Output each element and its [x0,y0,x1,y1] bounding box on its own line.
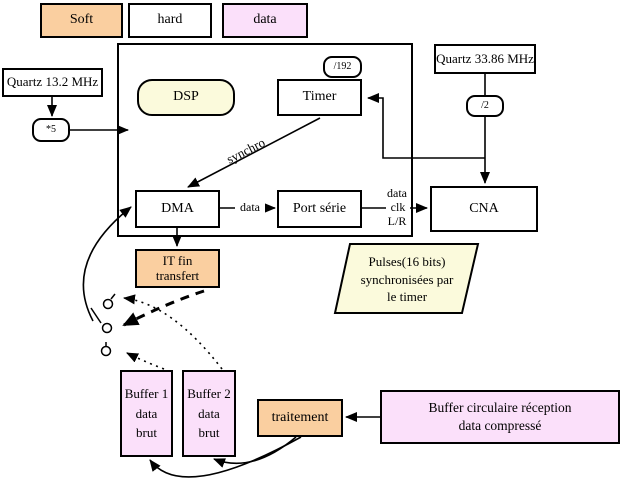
arrow-buffer1-to-contact3 [126,352,165,370]
legend-data-label: data [253,12,277,28]
dsp-label: DSP [173,89,199,105]
div2-label: /2 [481,100,489,112]
block-dma: DMA [135,190,220,228]
timer-label: Timer [302,89,337,105]
buffer2-line3: brut [198,425,220,441]
dma-port-data-label: data [235,200,265,215]
out-lr-label: L/R [387,214,407,228]
buffer2-line2: data [198,405,220,421]
pulses-note-text: Pulses(16 bits) synchronisées par le tim… [346,253,468,306]
traitement-label: traitement [271,409,329,425]
block-buffer-circulaire: Buffer circulaire réception data compres… [380,390,620,444]
hardware-container-box [117,43,413,237]
quartz33-label: Quartz 33.86 MHz [436,50,534,66]
dma-label: DMA [161,200,194,216]
it-fin-line1: IT fin [162,252,193,268]
buffer1-line2: data [135,405,158,421]
buffer2-line1: Buffer 2 [187,386,231,402]
out-clk-label: clk [386,200,410,215]
switch-contact-2 [101,322,113,334]
legend-soft: Soft [40,3,123,38]
it-fin-line2: transfert [155,267,200,283]
legend-hard: hard [128,3,212,38]
legend-data: data [222,3,308,38]
block-dsp: DSP [137,79,235,116]
legend-hard-label: hard [157,12,183,28]
buffer1-line1: Buffer 1 [124,386,169,402]
div192-label: /192 [333,61,352,73]
quartz13-label: Quartz 13.2 MHz [6,74,99,90]
out-data-label: data [387,186,407,200]
pulses-line3: le timer [386,289,428,305]
switch-lever [90,307,102,324]
pulses-parallelogram [333,243,480,314]
block-div2: /2 [466,95,504,117]
switch-contact-1 [102,298,114,310]
legend-soft-label: Soft [69,12,94,28]
arrow-timer-to-dma-synchro [187,117,321,188]
port-serie-label: Port série [292,200,347,216]
block-traitement: traitement [257,399,343,437]
mult5-label: *5 [46,124,56,136]
block-quartz-13-2: Quartz 13.2 MHz [2,68,103,97]
arrow-traitement-to-buffer1 [149,436,302,478]
block-quartz-33-86: Quartz 33.86 MHz [434,44,536,74]
block-buffer2: Buffer 2 data brut [182,370,236,457]
arrow-clock-to-timer [367,93,485,159]
block-it-fin-transfert: IT fin transfert [135,249,220,288]
pulses-line2: synchronisées par [360,271,454,287]
buffer1-line3: brut [136,425,157,441]
arrow-it-fin-to-switch [122,289,205,327]
block-cna: CNA [430,186,538,232]
contact1-stem [110,293,116,300]
block-buffer1: Buffer 1 data brut [120,370,173,457]
block-mult5: *5 [32,118,70,142]
buffer-circulaire-line2: data compressé [458,418,542,433]
block-port-serie: Port série [277,190,362,228]
pulses-line1: Pulses(16 bits) [368,254,446,269]
buffer-circulaire-line1: Buffer circulaire réception [428,399,572,415]
block-div192: /192 [323,56,362,78]
switch-contact-3 [100,345,112,357]
block-timer: Timer [277,79,362,116]
cna-label: CNA [469,200,499,216]
